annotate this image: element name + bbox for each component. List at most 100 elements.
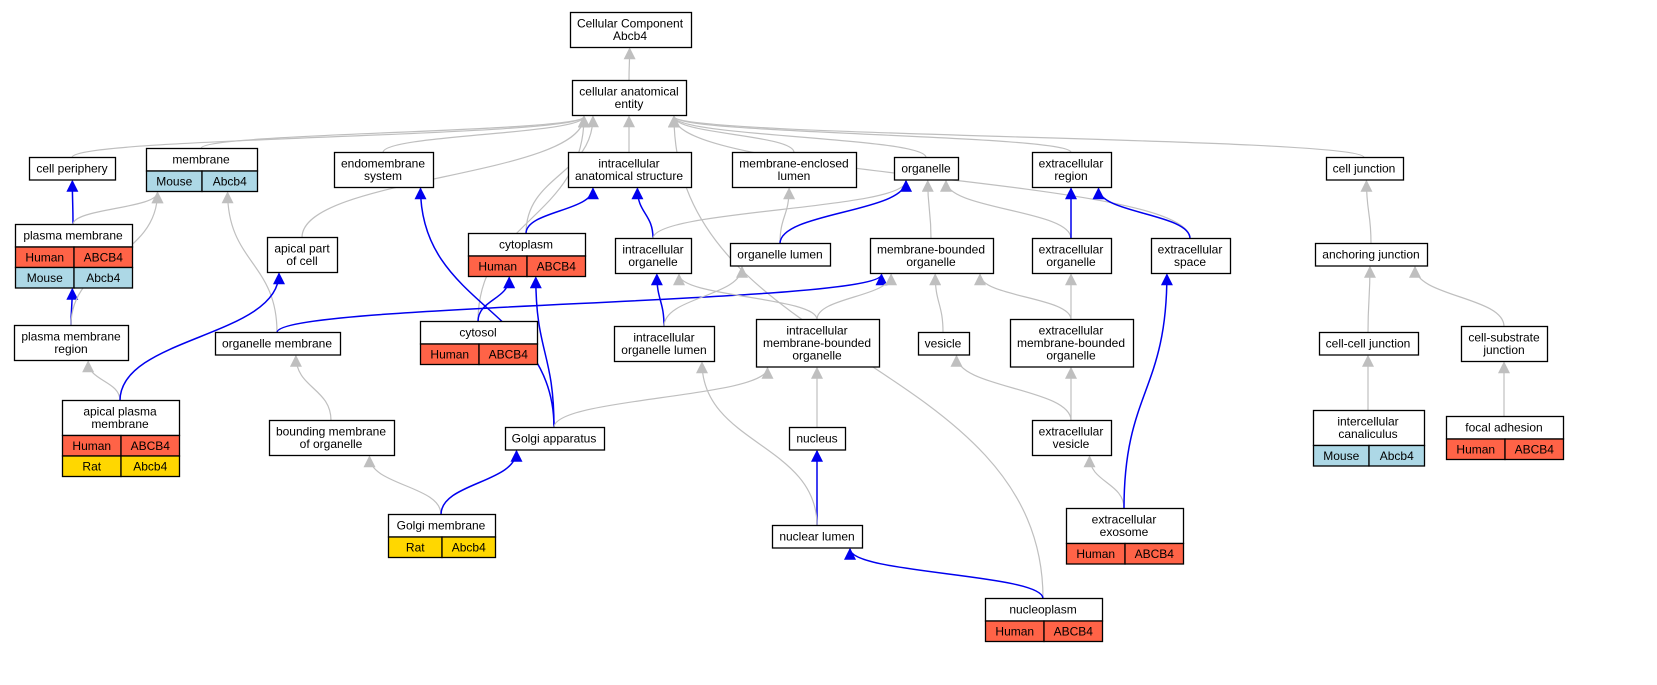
species-label: Human: [1076, 547, 1115, 561]
node-label: organelle lumen: [621, 343, 706, 357]
gene-cell: [1504, 438, 1565, 461]
gene-label: Abcb4: [452, 541, 486, 555]
node-label: of organelle: [300, 437, 363, 451]
node-box: [571, 79, 688, 117]
edge-is-a-cellular-anatomical-entity-to-cellular-component: [623, 47, 636, 81]
node-cell-junction: cell junction: [1325, 156, 1405, 181]
node-cell-cell-junction: cell-cell junction: [1318, 331, 1420, 356]
node-label: extracellular: [1039, 324, 1104, 338]
node-label: focal adhesion: [1465, 421, 1542, 435]
node-label: membrane-bounded: [763, 336, 871, 350]
edge-part-of-golgi-apparatus-to-endomembrane-system: [414, 187, 555, 428]
node-box: [788, 426, 847, 451]
node-box: [214, 331, 342, 356]
node-box: [893, 156, 960, 181]
edge-is-a-membrane-bounded-organelle-to-organelle: [921, 179, 934, 239]
node-label: extracellular: [1039, 243, 1104, 257]
edge-part-of-nucleoplasm-to-nuclear-lumen: [844, 547, 1044, 599]
node-label: entity: [615, 97, 644, 111]
node-label: organelle: [792, 349, 842, 363]
edge-part-of-cytoplasm-to-intracellular-anatomical-structure: [525, 187, 599, 234]
node-label: vesicle: [925, 337, 962, 351]
node-box: [731, 151, 858, 189]
edge-part-of-golgi-membrane-to-golgi-apparatus: [440, 449, 523, 515]
node-label: system: [364, 169, 402, 183]
edge-is-a-intracellular-organelle-to-organelle: [652, 179, 912, 239]
node-box: [13, 324, 130, 362]
edge-is-a-intracellular-organelle-lumen-to-organelle-lumen: [663, 265, 748, 327]
edge-is-a-plasma-membrane-to-membrane: [72, 191, 164, 225]
node-label: cell-cell junction: [1326, 337, 1411, 351]
edge-part-of-extracellular-space-to-extracellular-region: [1092, 187, 1191, 239]
edge-is-a-extracellular-organelle-to-organelle: [940, 179, 1072, 239]
gene-cell: [201, 170, 259, 193]
node-label: organelle: [1046, 255, 1096, 269]
node-label: apical plasma: [83, 405, 157, 419]
node-box: [1314, 242, 1429, 267]
node-label: plasma membrane: [23, 229, 123, 243]
node-organelle-lumen: organelle lumen: [729, 242, 832, 267]
gene-label: ABCB4: [1054, 625, 1094, 639]
species-label: Human: [72, 439, 111, 453]
node-organelle: organelle: [893, 156, 960, 181]
edge-is-a-endomembrane-system-to-cellular-anatomical-entity: [382, 115, 590, 153]
gene-label: ABCB4: [489, 348, 529, 362]
node-label: organelle membrane: [222, 337, 332, 351]
node-label: organelle: [628, 255, 678, 269]
node-label: intracellular: [786, 324, 847, 338]
edge-part-of-intracellular-organelle-to-intracellular-anatomical-structure: [631, 187, 654, 239]
species-label: Human: [25, 251, 64, 265]
node-label: membrane: [172, 153, 230, 167]
edge-is-a-cytoplasm-to-cellular-anatomical-entity: [525, 115, 599, 234]
species-label: Rat: [82, 460, 101, 474]
node-label: bounding membrane: [276, 425, 386, 439]
node-label: intercellular: [1337, 415, 1398, 429]
node-label: cell periphery: [36, 162, 107, 176]
edge-part-of-plasma-membrane-to-cell-periphery: [66, 179, 79, 225]
gene-label: Abcb4: [86, 271, 120, 285]
edge-is-a-organelle-membrane-to-membrane: [221, 191, 278, 333]
node-box: [771, 524, 864, 549]
edge-is-a-extracellular-vesicle-to-vesicle: [950, 354, 1072, 421]
node-box: [1460, 325, 1549, 363]
gene-cell: [120, 455, 181, 478]
node-box: [1318, 331, 1420, 356]
node-box: [1325, 156, 1405, 181]
edge-is-a-bounding-membrane-of-organelle-to-organelle-membrane: [289, 354, 332, 421]
node-label: lumen: [778, 169, 811, 183]
edge-is-a-apical-plasma-membrane-to-plasma-membrane-region: [82, 360, 121, 401]
node-label: endomembrane: [341, 157, 425, 171]
node-nuclear-lumen: nuclear lumen: [771, 524, 864, 549]
node-box: [504, 426, 606, 451]
gene-cell: [478, 343, 539, 366]
node-box: [917, 331, 971, 356]
edge-is-a-extracellular-membrane-bounded-organelle-to-membrane-bounded-organelle: [974, 273, 1072, 320]
edge-is-a-intracellular-membrane-bounded-organelle-to-membrane-bounded-organelle: [816, 273, 898, 320]
node-box: [569, 11, 693, 49]
node-golgi-apparatus: Golgi apparatus: [504, 426, 606, 451]
species-label: Mouse: [156, 175, 192, 189]
node-anchoring-junction: anchoring junction: [1314, 242, 1429, 267]
edge-is-a-extracellular-region-to-cellular-anatomical-entity: [668, 115, 1072, 154]
gene-label: ABCB4: [1135, 547, 1175, 561]
